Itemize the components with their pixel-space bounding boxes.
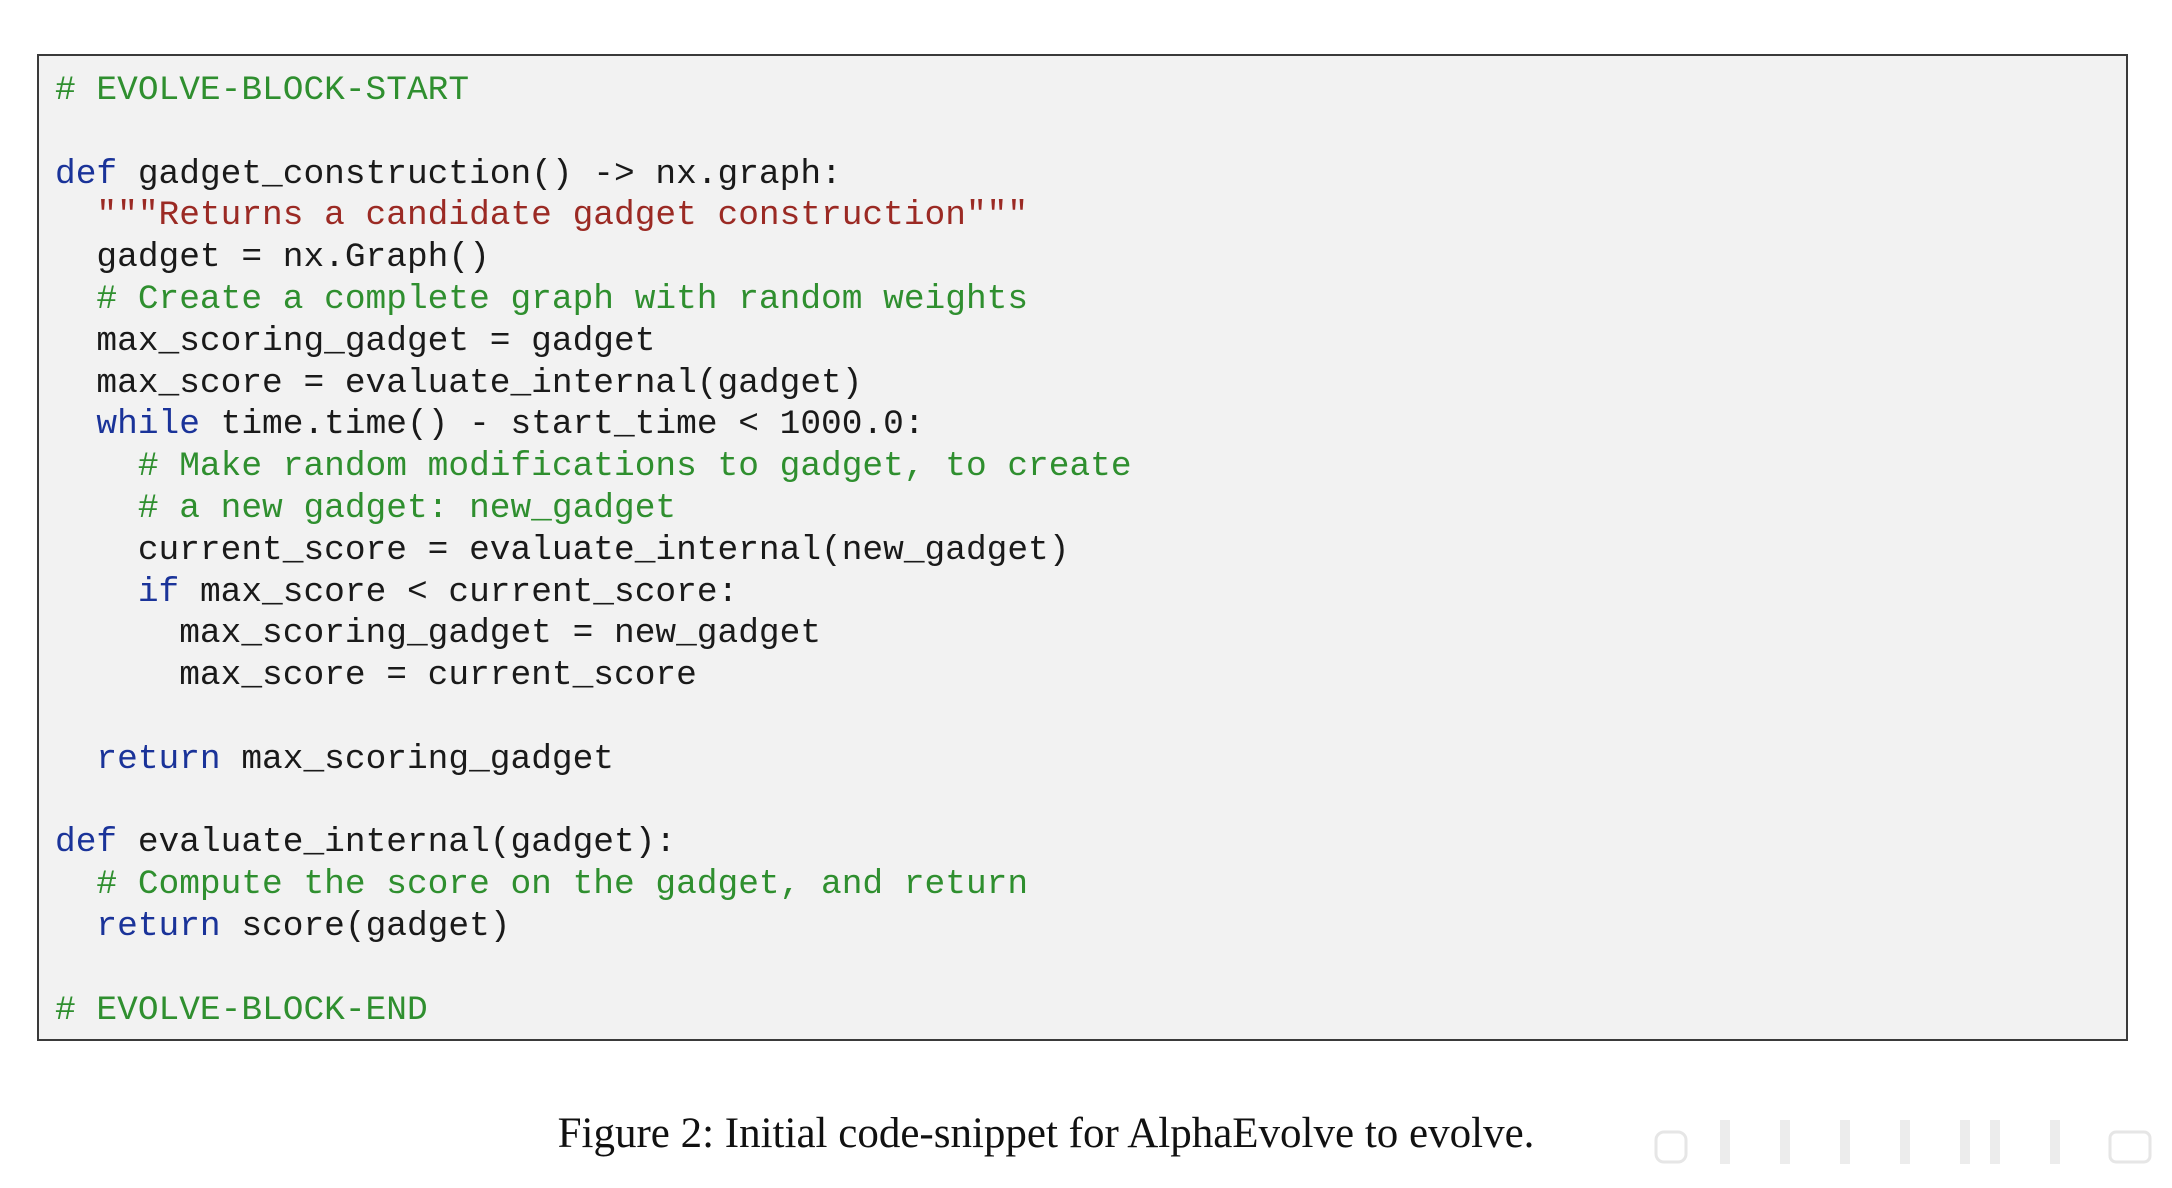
code-token-comment: # Create a complete graph with random we… [55, 279, 1029, 319]
code-token-comment: # a new gadget: new_gadget [55, 488, 677, 528]
code-token-keyword: return [55, 906, 221, 946]
code-line: max_score = evaluate_internal(gadget) [55, 363, 1132, 405]
code-line: def gadget_construction() -> nx.graph: [55, 154, 1132, 196]
code-line: current_score = evaluate_internal(new_ga… [55, 530, 1132, 572]
code-line: # EVOLVE-BLOCK-END [55, 990, 1132, 1032]
code-line: # EVOLVE-BLOCK-START [55, 70, 1132, 112]
code-line: if max_score < current_score: [55, 572, 1132, 614]
code-token-code-text: max_scoring_gadget [220, 739, 615, 779]
code-token-comment: # EVOLVE-BLOCK-START [55, 71, 470, 110]
code-line: ​ [55, 948, 1132, 990]
watermark-icon [1654, 1120, 2152, 1164]
code-token-code-text: max_score = current_score [55, 656, 697, 696]
code-token-code-text: current_score = evaluate_internal(new_ga… [55, 530, 1070, 570]
figure-caption: Figure 2: Initial code-snippet for Alpha… [0, 1108, 2172, 1160]
code-token-code-text: evaluate_internal(gadget): [117, 823, 677, 863]
code-token-comment: # EVOLVE-BLOCK-END [55, 990, 428, 1030]
code-token-code-text: time.time() - start_time < 1000.0: [199, 405, 925, 445]
code-listing: # EVOLVE-BLOCK-START​def gadget_construc… [55, 70, 1132, 1031]
code-line: """Returns a candidate gadget constructi… [55, 195, 1132, 237]
code-line: # a new gadget: new_gadget [55, 488, 1132, 530]
code-line: ​ [55, 112, 1132, 154]
code-line: while time.time() - start_time < 1000.0: [55, 404, 1132, 446]
code-line: max_scoring_gadget = new_gadget [55, 613, 1132, 655]
code-token-code-text: max_score = evaluate_internal(gadget) [55, 363, 863, 403]
code-token-code-text: gadget = nx.Graph() [55, 238, 490, 278]
code-line: def evaluate_internal(gadget): [55, 822, 1132, 864]
code-line: # Make random modifications to gadget, t… [55, 446, 1132, 488]
figure-caption-text: Figure 2: Initial code-snippet for Alpha… [557, 1110, 1535, 1157]
code-token-keyword: def [55, 154, 118, 194]
code-token-code-text: score(gadget) [220, 906, 511, 946]
code-line: gadget = nx.Graph() [55, 237, 1132, 279]
code-token-keyword: if [55, 572, 180, 612]
code-token-code-text: max_scoring_gadget = gadget [55, 321, 656, 361]
code-line: max_score = current_score [55, 655, 1132, 697]
code-token-code-text: gadget_construction() -> nx.graph: [117, 154, 842, 194]
code-line: ​ [55, 697, 1132, 739]
code-token-comment: # Make random modifications to gadget, t… [55, 447, 1132, 487]
code-token-keyword: while [55, 405, 200, 445]
code-token-keyword: return [55, 739, 221, 779]
code-line: max_scoring_gadget = gadget [55, 321, 1132, 363]
code-line: ​ [55, 781, 1132, 823]
code-token-comment: # Compute the score on the gadget, and r… [55, 865, 1029, 905]
code-token-code-text: max_score < current_score: [179, 572, 739, 612]
code-line: return score(gadget) [55, 906, 1132, 948]
code-line: # Create a complete graph with random we… [55, 279, 1132, 321]
code-token-code-text: max_scoring_gadget = new_gadget [55, 614, 822, 654]
code-token-string: """Returns a candidate gadget constructi… [55, 196, 1029, 236]
code-listing-box: # EVOLVE-BLOCK-START​def gadget_construc… [37, 54, 2128, 1041]
code-token-keyword: def [55, 823, 118, 863]
code-line: return max_scoring_gadget [55, 739, 1132, 781]
code-line: # Compute the score on the gadget, and r… [55, 864, 1132, 906]
